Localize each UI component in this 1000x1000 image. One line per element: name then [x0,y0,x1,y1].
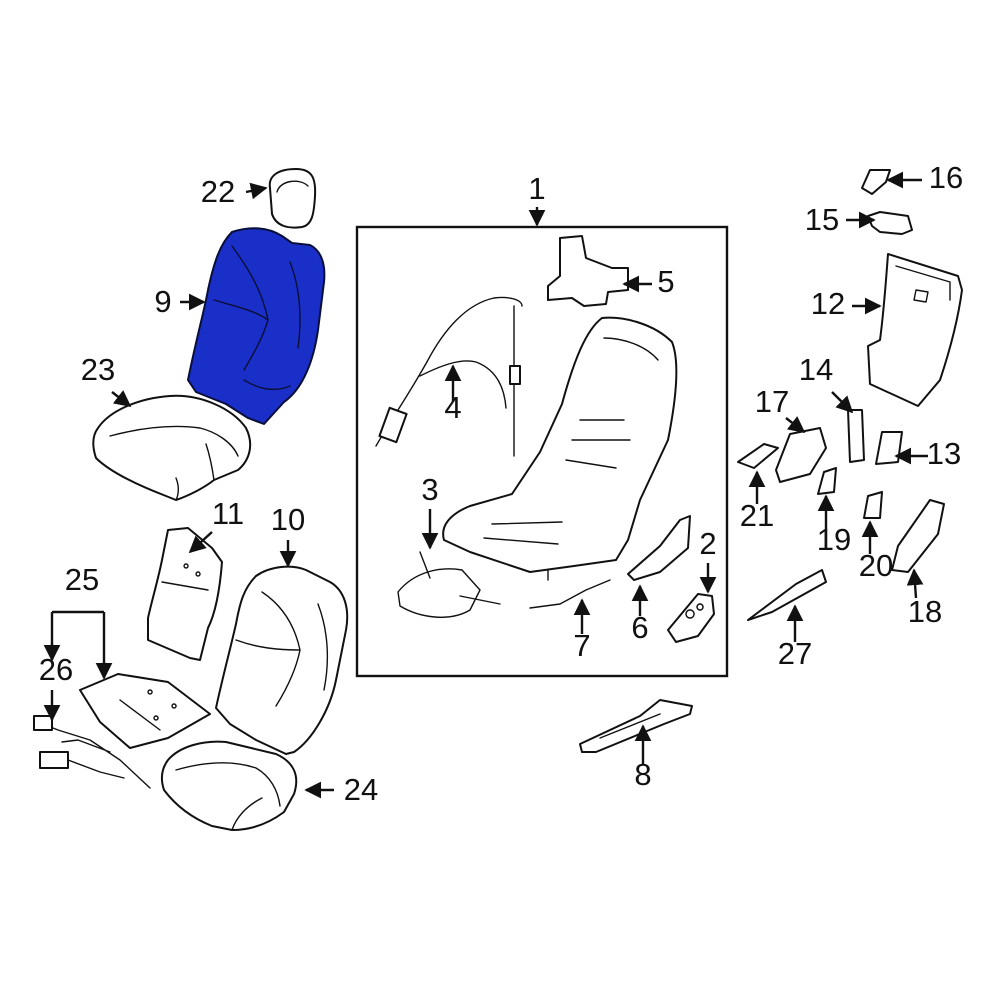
headrest-part[interactable] [268,168,317,229]
callout-label-10: 10 [271,502,305,537]
callout-label-4: 4 [444,390,461,425]
side-shield-part[interactable] [891,499,945,573]
callout-label-1: 1 [528,171,545,206]
callout-label-19: 19 [817,522,851,557]
callout-label-18: 18 [908,594,942,629]
callout-label-16: 16 [929,160,963,195]
leader-arrow-14 [831,391,854,414]
callout-label-9: 9 [154,284,171,319]
callout-label-7: 7 [573,628,590,663]
leader-arrow-22 [245,182,268,200]
trim-cap-part[interactable] [817,467,837,495]
callout-label-25: 25 [65,562,99,597]
seat-back-frame-cover-part[interactable] [215,565,349,755]
callout-label-24: 24 [344,772,378,807]
callout-label-26: 26 [39,652,73,687]
callout-label-5: 5 [657,264,674,299]
leader-arrow-23 [111,390,132,408]
switch-cover-part[interactable] [847,409,865,463]
callout-label-3: 3 [421,472,438,507]
callout-label-23: 23 [81,352,115,387]
assembly-box [355,225,729,678]
bezel-part[interactable] [875,431,903,465]
back-pad-part[interactable] [147,527,223,661]
part-number-labels: 1234567891011121314151617181920212223242… [39,160,963,807]
seat-frame-part[interactable] [442,316,678,581]
leader-lines [43,171,928,799]
end-cap-part[interactable] [737,443,779,469]
callout-label-11: 11 [212,496,244,531]
callout-label-15: 15 [805,202,839,237]
seat-track-part[interactable] [579,699,693,753]
callout-label-8: 8 [634,757,651,792]
mount-bracket-part[interactable] [547,235,629,307]
callout-label-14: 14 [799,352,833,387]
callout-label-20: 20 [859,548,893,583]
back-panel-part[interactable] [867,253,963,407]
callout-label-12: 12 [811,286,845,321]
side-trim-part[interactable] [627,515,691,581]
release-handle-part[interactable] [867,211,913,235]
cable-part[interactable] [375,296,523,457]
seat-cushion-cover-part[interactable] [160,740,298,831]
recliner-motor-part[interactable] [667,593,715,643]
clip-part[interactable] [861,169,891,195]
callout-label-2: 2 [699,526,716,561]
seat-back-cover-part[interactable] [187,227,326,425]
leader-arrow-17 [785,416,806,434]
callout-label-22: 22 [201,174,235,209]
callout-label-21: 21 [740,498,774,533]
knob-cap-part[interactable] [863,491,883,519]
side-cover-upper-part[interactable] [775,427,827,483]
seat-cushion-part[interactable] [92,394,252,501]
seat-wire-part[interactable] [397,551,501,618]
callout-label-6: 6 [631,610,648,645]
leader-arrow-11 [188,531,213,554]
callout-label-13: 13 [927,436,961,471]
trim-rod-part[interactable] [529,579,611,609]
rail-cover-part[interactable] [747,569,827,621]
callout-label-27: 27 [778,636,812,671]
leader-arrow-18 [906,568,924,599]
seat-heater-pad-part[interactable] [79,673,211,749]
callout-label-17: 17 [755,384,789,419]
